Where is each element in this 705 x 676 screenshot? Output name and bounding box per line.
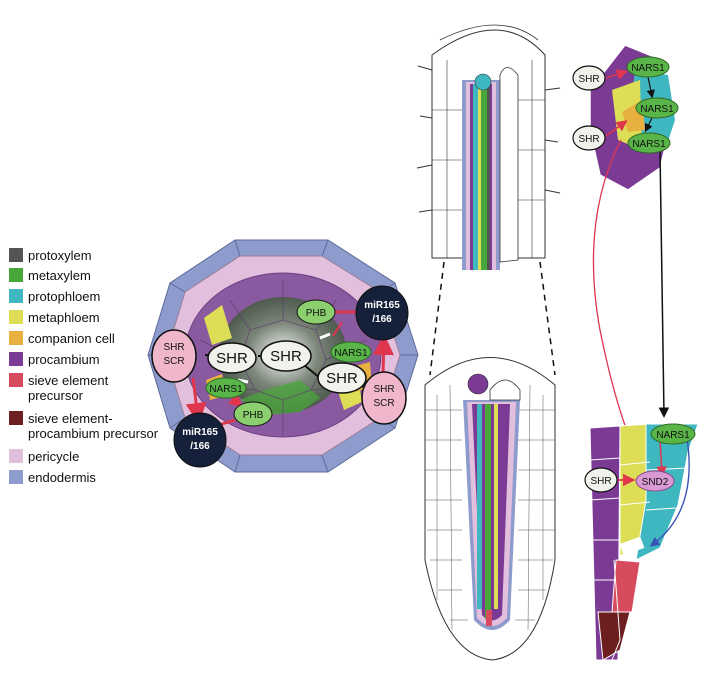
shr-scr-node-right: SHR SCR (361, 371, 407, 425)
legend-label: procambium (28, 352, 100, 367)
root-upper-outer-cells (439, 24, 539, 41)
lineage-nars1-node: NARS1 (650, 423, 696, 445)
detail-nars1-node-2: NARS1 (635, 97, 679, 119)
detail-nars1-node-1: NARS1 (626, 56, 670, 78)
phb-label: PHB (243, 410, 264, 421)
legend-swatch (9, 268, 23, 282)
nars1-node-left: NARS1 (205, 377, 247, 399)
legend-label-line2: precursor (28, 388, 84, 403)
root-lower-cut (489, 379, 521, 401)
root-lower-center-cell (467, 373, 489, 395)
root-upper-grid (432, 60, 545, 258)
root-lower-metaphloem (494, 404, 498, 609)
legend-label: protophloem (28, 289, 100, 304)
root-upper-protoxylem (487, 84, 490, 270)
nars1-label: NARS1 (334, 348, 368, 359)
legend: protoxylem metaxylem protophloem metaphloem… (9, 248, 159, 485)
root-upper-center-cell (474, 73, 492, 91)
legend-label-line1: sieve element (28, 373, 109, 388)
lineage-procambium-lower (611, 559, 621, 661)
nars1-label: NARS1 (656, 430, 690, 441)
shr-label: SHR (216, 350, 248, 367)
legend-swatch (9, 289, 23, 303)
root-lower-grid (425, 384, 555, 631)
sieve-element-detail: SHR SHR NARS1 NARS1 NARS1 (572, 44, 679, 485)
shr-label: SHR (163, 342, 184, 353)
shr-label: SHR (270, 348, 302, 365)
shr-node-left: SHR (207, 342, 257, 374)
root-lower-precursor (486, 610, 492, 626)
nars1-label: NARS1 (209, 384, 243, 395)
legend-swatch (9, 411, 23, 425)
metaphloem-cell-left (204, 305, 232, 345)
legend-label: pericycle (28, 449, 79, 464)
root-hairs (416, 65, 561, 213)
phb-node-bottom: PHB (233, 401, 273, 427)
detail-nars1-node-3: NARS1 (627, 132, 671, 154)
mir165-node-bottom: miR165 /166 (173, 412, 227, 468)
nars1-label: NARS1 (640, 104, 674, 115)
lineage-sieve-procambium (597, 611, 631, 661)
root-upper-metaphloem (478, 84, 481, 270)
mir-label-line1: miR165 (182, 427, 218, 438)
nars1-label: NARS1 (631, 63, 665, 74)
mir-label-line2: /166 (190, 441, 210, 452)
shr-label: SHR (590, 476, 611, 487)
legend-swatch (9, 352, 23, 366)
zoom-line-right (539, 261, 556, 376)
root-3d-lower (424, 357, 556, 661)
legend-label-line2: procambium precursor (28, 426, 159, 441)
root-lower-xylem (485, 404, 491, 619)
mir165-node-top: miR165 /166 (355, 285, 409, 341)
shr-label: SHR (578, 134, 599, 145)
root-upper-xylem (481, 84, 487, 270)
root-upper-cut (499, 67, 519, 263)
detail-shr-node-2: SHR (572, 125, 606, 151)
legend-swatch (9, 310, 23, 324)
scr-label: SCR (373, 398, 394, 409)
shr-label: SHR (373, 384, 394, 395)
shr-label: SHR (578, 74, 599, 85)
mir-label-line2: /166 (372, 314, 392, 325)
legend-label: metaxylem (28, 268, 91, 283)
legend-swatch (9, 470, 23, 484)
phb-node-top: PHB (296, 299, 336, 325)
lineage-white-gap (619, 536, 645, 556)
scr-label: SCR (163, 356, 184, 367)
zoom-line-left (429, 261, 445, 376)
legend-label: protoxylem (28, 248, 92, 263)
legend-swatch (9, 331, 23, 345)
lineage-detail: SHR NARS1 SND2 (584, 423, 699, 661)
nars1-node-right: NARS1 (330, 341, 372, 363)
legend-swatch (9, 248, 23, 262)
root-upper-phloem (473, 84, 478, 270)
legend-swatch (9, 373, 23, 387)
mir-label-line1: miR165 (364, 300, 400, 311)
lineage-shr-node: SHR (584, 467, 618, 493)
shr-label: SHR (326, 370, 358, 387)
legend-label: metaphloem (28, 310, 100, 325)
lineage-protophloem (635, 423, 699, 561)
nars1-label: NARS1 (632, 139, 666, 150)
lineage-cell-walls (589, 457, 689, 581)
shr-scr-node-left: SHR SCR (151, 329, 197, 383)
legend-label: companion cell (28, 331, 115, 346)
legend-swatch (9, 449, 23, 463)
root-3d-upper (416, 24, 561, 270)
legend-label: endodermis (28, 470, 96, 485)
root-cross-section: SHR SCR SHR SCR SHR SHR SHR NARS1 NARS1 (147, 239, 419, 473)
root-lower-phloem (477, 404, 482, 609)
lineage-sieve-precursor (611, 559, 641, 613)
legend-label-line1: sieve element- (28, 411, 113, 426)
detail-shr-node-1: SHR (572, 65, 606, 91)
snd2-label: SND2 (642, 477, 669, 488)
shr-node-right: SHR (317, 362, 367, 394)
phb-label: PHB (306, 308, 327, 319)
shr-node-center: SHR (260, 340, 312, 372)
lineage-snd2-node: SND2 (635, 470, 675, 492)
